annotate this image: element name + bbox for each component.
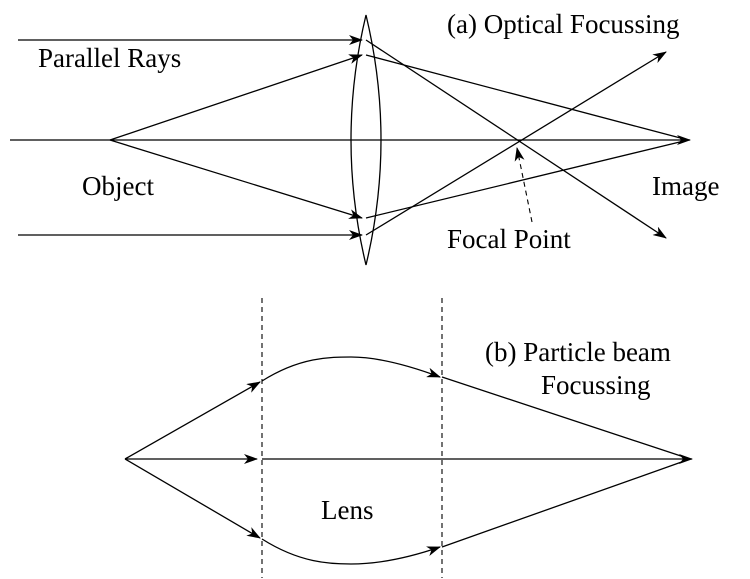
- panel-b-title-line2: Focussing: [541, 370, 651, 400]
- beam-lower-out: [441, 458, 691, 548]
- panel-a-title: (a) Optical Focussing: [447, 9, 679, 39]
- focal-point-pointer: [514, 147, 533, 223]
- parallel-rays-label: Parallel Rays: [38, 43, 181, 73]
- ray-top-through-focus: [365, 39, 667, 239]
- image-label: Image: [652, 171, 719, 201]
- convex-lens-shape: [350, 14, 382, 266]
- object-ray-lower: [109, 139, 363, 219]
- panel-b-title-line1: (b) Particle beam: [485, 337, 671, 367]
- beam-upper-in: [124, 381, 261, 460]
- beam-upper-curve: [261, 356, 441, 382]
- beam-lower-curve: [261, 538, 441, 565]
- panel-b-particle-beam-focussing: (b) Particle beam Focussing Lens: [124, 298, 693, 578]
- image-ray-upper: [365, 54, 689, 141]
- lens-label: Lens: [321, 495, 373, 525]
- beam-lower-in: [124, 458, 261, 539]
- focal-point-label: Focal Point: [447, 224, 571, 254]
- ray-bottom-through-focus: [365, 51, 667, 236]
- object-ray-upper: [109, 54, 363, 141]
- panel-a-optical-focussing: (a) Optical Focussing Parallel Rays Obje…: [10, 9, 719, 266]
- image-ray-lower: [365, 139, 689, 219]
- beam-upper-out: [441, 376, 691, 460]
- object-label: Object: [82, 171, 154, 201]
